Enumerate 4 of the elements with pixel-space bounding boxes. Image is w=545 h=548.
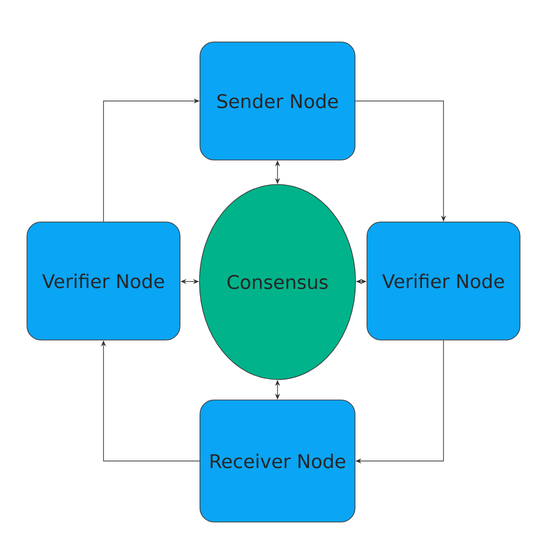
node-box: Verifier Node xyxy=(26,222,180,340)
node-box: Sender Node xyxy=(200,42,356,160)
node-box: Receiver Node xyxy=(200,400,356,522)
node-box: Verifier Node xyxy=(366,222,520,340)
